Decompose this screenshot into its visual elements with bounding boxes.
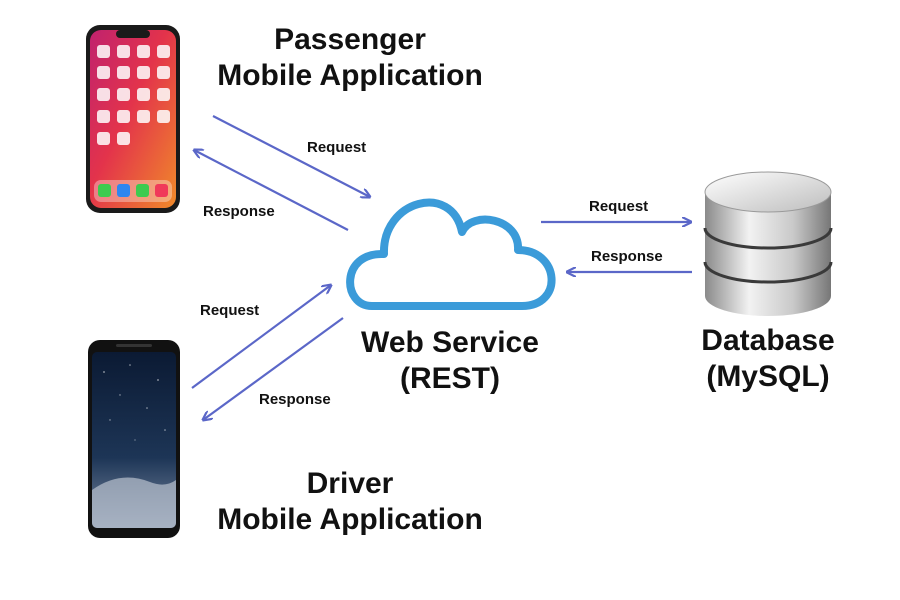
- db-response-label: Response: [591, 248, 663, 265]
- passenger-app-subtitle: Mobile Application: [217, 59, 483, 92]
- driver-response-label: Response: [259, 391, 331, 408]
- web-service-label: Web Service (REST): [330, 325, 570, 397]
- db-request-label: Request: [589, 198, 649, 215]
- driver-app-label: Driver Mobile Application: [190, 466, 510, 538]
- driver-request-arrow: [191, 285, 331, 389]
- database-subtitle: (MySQL): [706, 360, 830, 393]
- database-icon: [703, 171, 833, 316]
- passenger-request-arrow: [212, 115, 370, 197]
- arrows: [191, 115, 692, 420]
- driver-phone-icon: [88, 340, 180, 538]
- passenger-response-label: Response: [203, 203, 275, 220]
- web-service-title: Web Service: [361, 326, 539, 359]
- database-title: Database: [701, 324, 835, 357]
- driver-app-title: Driver: [306, 467, 394, 500]
- driver-response-arrow: [203, 317, 344, 420]
- database-label: Database (MySQL): [668, 323, 868, 395]
- driver-app-subtitle: Mobile Application: [217, 503, 483, 536]
- passenger-response-arrow: [194, 150, 349, 231]
- passenger-app-title: Passenger: [274, 23, 426, 56]
- cloud-icon: [346, 198, 556, 310]
- passenger-request-label: Request: [307, 139, 367, 156]
- driver-request-label: Request: [200, 302, 260, 319]
- passenger-phone-icon: [86, 25, 180, 213]
- web-service-subtitle: (REST): [400, 362, 500, 395]
- passenger-app-label: Passenger Mobile Application: [190, 22, 510, 94]
